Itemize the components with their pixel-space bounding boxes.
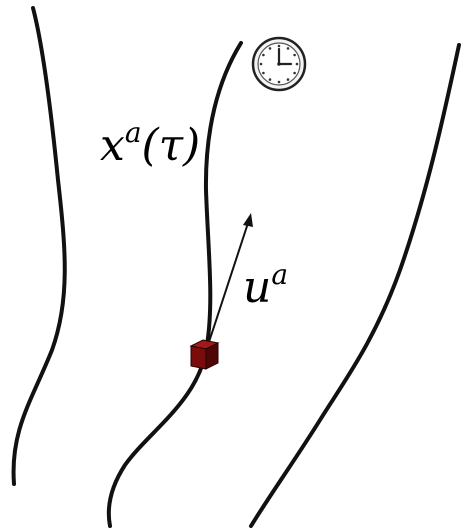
- velocity-vector: [207, 213, 253, 346]
- worldline-right: [249, 43, 461, 528]
- clock-icon: [251, 36, 307, 92]
- particle-cube-icon: [189, 339, 220, 370]
- worldline-particle: [106, 41, 243, 528]
- worldline-left: [11, 6, 67, 486]
- worldline-label: xa(τ): [100, 116, 200, 171]
- velocity-label: ua: [243, 258, 288, 313]
